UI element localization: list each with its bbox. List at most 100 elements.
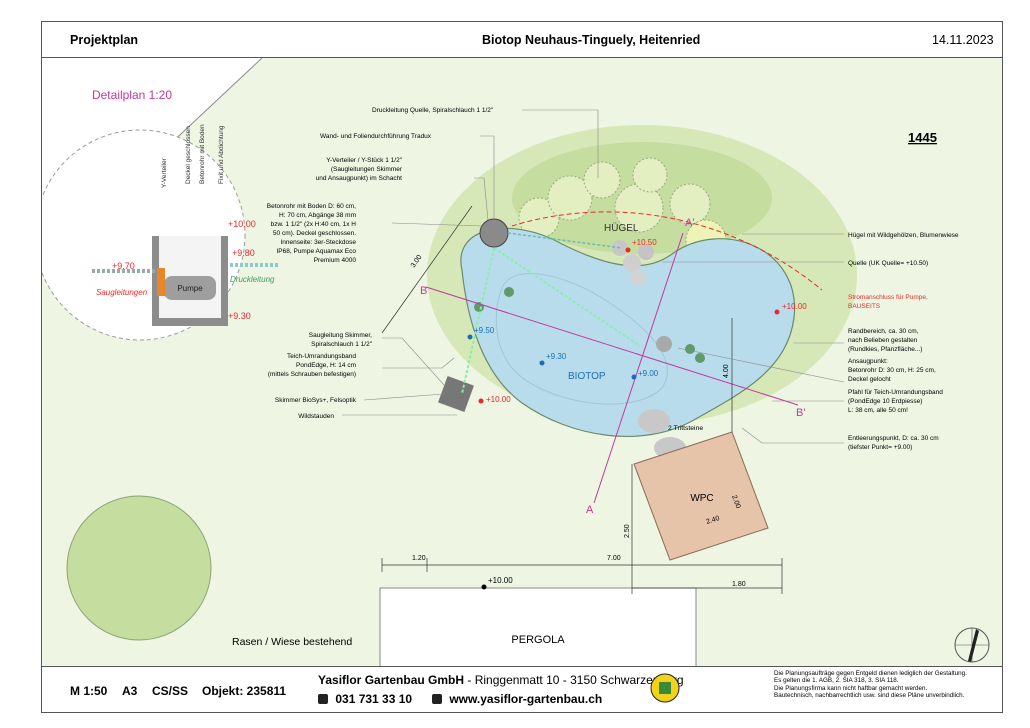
intake-point (656, 336, 672, 352)
web-icon (432, 694, 442, 704)
level-1000-right: +10.00 (782, 302, 807, 311)
note-yverteiler-1: (Saugleitungen Skimmer (331, 166, 403, 173)
note-yverteiler-0: Y-Verteiler / Y-Stück 1 1/2" (326, 157, 402, 164)
pond-contour (495, 273, 668, 405)
detail-label-yverteiler: Y-Verteiler (161, 157, 168, 188)
existing-tree (66, 495, 212, 641)
level-dot-1000-l (478, 398, 484, 404)
web-line: www.yasiflor-gartenbau.ch (432, 692, 602, 706)
note-druckleitung: Druckleitung Quelle, Spiralschlauch 1 1/… (372, 107, 494, 114)
detail-label-deckel: Deckel geschlossen (185, 126, 192, 184)
disclaimer-line: Es gelten die 1. AGB, 2. SIA 318, 3. SIA… (774, 677, 899, 685)
disclaimer-line: Bautechnisch, nachbarrechtlich usw. sind… (774, 691, 965, 699)
lawn-label: Rasen / Wiese bestehend (232, 636, 352, 648)
note-saugleitung-0: Saugleitung Skimmer, (309, 332, 372, 339)
pond (460, 227, 796, 437)
spring-stone-4 (630, 270, 646, 286)
note-entleer-1: (tiefster Punkt= +9.00) (848, 444, 912, 451)
yasiflor-logo-icon (650, 673, 680, 703)
y-verteiler-part (157, 268, 165, 296)
detail-level-930: +9.30 (228, 311, 251, 321)
note-ansaug-2: Deckel gelocht (848, 376, 891, 383)
water-plant-2 (504, 287, 514, 297)
note-betonrohr-5: IP68, Pumpe Aquamax Eco (277, 248, 357, 255)
note-rand-0: Randbereich, ca. 30 cm, (848, 328, 919, 335)
note-betonrohr-4: Innenseite: 3er-Steckdose (280, 239, 356, 246)
biotop-label: BIOTOP (568, 371, 606, 382)
spring-stone-3 (638, 244, 654, 260)
level-dot-1050 (625, 247, 631, 253)
phone-number: 031 731 33 10 (335, 692, 413, 706)
scale-label: M 1:50 (70, 684, 108, 698)
note-betonrohr-0: Betonrohr mit Boden D: 60 cm, (267, 203, 356, 210)
leader-lines (342, 109, 845, 444)
note-rand-2: (Rundkies, Pfanzfläche...) (848, 346, 922, 353)
note-betonrohr-6: Premium 4000 (314, 257, 357, 264)
note-rand-1: nach Belieben gestalten (848, 337, 918, 344)
note-pfahl-0: Pfahl für Teich-Umrandungsband (848, 389, 943, 396)
dim-700: 7.00 (607, 555, 621, 562)
level-950: +9.50 (474, 326, 495, 335)
note-pfahl-2: L: 38 cm, alle 50 cm! (848, 407, 908, 414)
phone-line: 031 731 33 10 (318, 692, 412, 706)
pump-shaft (479, 218, 509, 248)
note-ansaug-0: Ansaugpunkt: (848, 358, 888, 365)
section-a-end: A' (685, 217, 694, 229)
pump-body (164, 276, 216, 300)
note-pfahl-1: (PondEdge 10 Erdpiesse) (848, 398, 922, 405)
note-yverteiler-2: und Ansaugpunkt) im Schacht (316, 175, 403, 182)
footer: M 1:50 A3 CS/SS Objekt: 235811 Yasiflor … (42, 666, 1002, 712)
phone-icon (318, 694, 328, 704)
suction-label: Saugleitungen (96, 288, 148, 297)
north-arrow (954, 627, 990, 663)
level-point (481, 584, 487, 590)
note-ansaug-1: Betonrohr D: 30 cm, H: 25 cm, (848, 367, 936, 374)
project-title: Biotop Neuhaus-Tinguely, Heitenried (482, 33, 701, 47)
spring-stone-2 (623, 254, 641, 272)
note-teich-0: Teich-Umrandungsband (287, 353, 356, 360)
wpc-deck (633, 431, 769, 561)
pipe-to-intake (493, 247, 641, 347)
author-label: CS/SS (152, 684, 189, 698)
web-link[interactable]: www.yasiflor-gartenbau.ch (449, 692, 603, 706)
section-b-start: B (420, 285, 427, 297)
power-cable (511, 211, 823, 291)
detail-title: Detailplan 1:20 (92, 88, 172, 102)
plan-number: 1445 (908, 130, 937, 145)
note-skimmer: Skimmer BioSys+, Felsoptik (275, 397, 357, 404)
pump-label: Pumpe (177, 284, 203, 293)
water-plant-3 (685, 344, 695, 354)
company-line: Yasiflor Gartenbau GmbH - Ringgenmatt 10… (318, 673, 684, 687)
tree-2 (547, 175, 593, 221)
level-900: +9.00 (638, 369, 659, 378)
plan-sheet: Projektplan Biotop Neuhaus-Tinguely, Hei… (41, 21, 1003, 713)
detail-level-970: +9.70 (112, 261, 135, 271)
dim-180: 1.80 (732, 581, 746, 588)
note-wand: Wand- und Foliendurchführung Tradux (320, 133, 432, 140)
site-plan: Detailplan 1:20 Y-Verteiler Deckel gesch… (42, 58, 1002, 666)
level-dot-950 (467, 334, 473, 340)
header-date: 14.11.2023 (932, 33, 994, 47)
dim-200: 2.00 (730, 494, 741, 509)
detail-level-980: +9.80 (232, 248, 255, 258)
tree-3 (583, 161, 621, 199)
note-teich-2: (mittels Schrauben befestigen) (268, 371, 356, 378)
detail-level-1000: +10.00 (228, 219, 256, 229)
note-strom-1: BAUSEITS (848, 303, 881, 310)
note-strom-0: Stromanschluss für Pumpe, (848, 294, 928, 301)
level-930: +9.30 (546, 352, 567, 361)
pressure-label: Druckleitung (230, 275, 275, 284)
note-betonrohr-3: 50 cm). Deckel geschlossen. (273, 230, 356, 237)
pergola-label: PERGOLA (511, 634, 565, 646)
level-dot-1000-r (774, 309, 780, 315)
tree-5 (632, 157, 668, 193)
company-logo (650, 673, 680, 706)
section-line-a (593, 232, 684, 504)
water-plant-4 (695, 353, 705, 363)
level-dot-930 (539, 360, 545, 366)
tree-1 (518, 197, 560, 239)
header-bar: Projektplan Biotop Neuhaus-Tinguely, Hei… (42, 22, 1002, 58)
dim-250: 2.50 (624, 524, 631, 538)
disclaimer-line: Die Planungsfirma kann nicht haftbar gem… (774, 684, 928, 692)
disclaimer-line: Die Planungsaufträge gegen Entgeld diene… (774, 670, 967, 677)
